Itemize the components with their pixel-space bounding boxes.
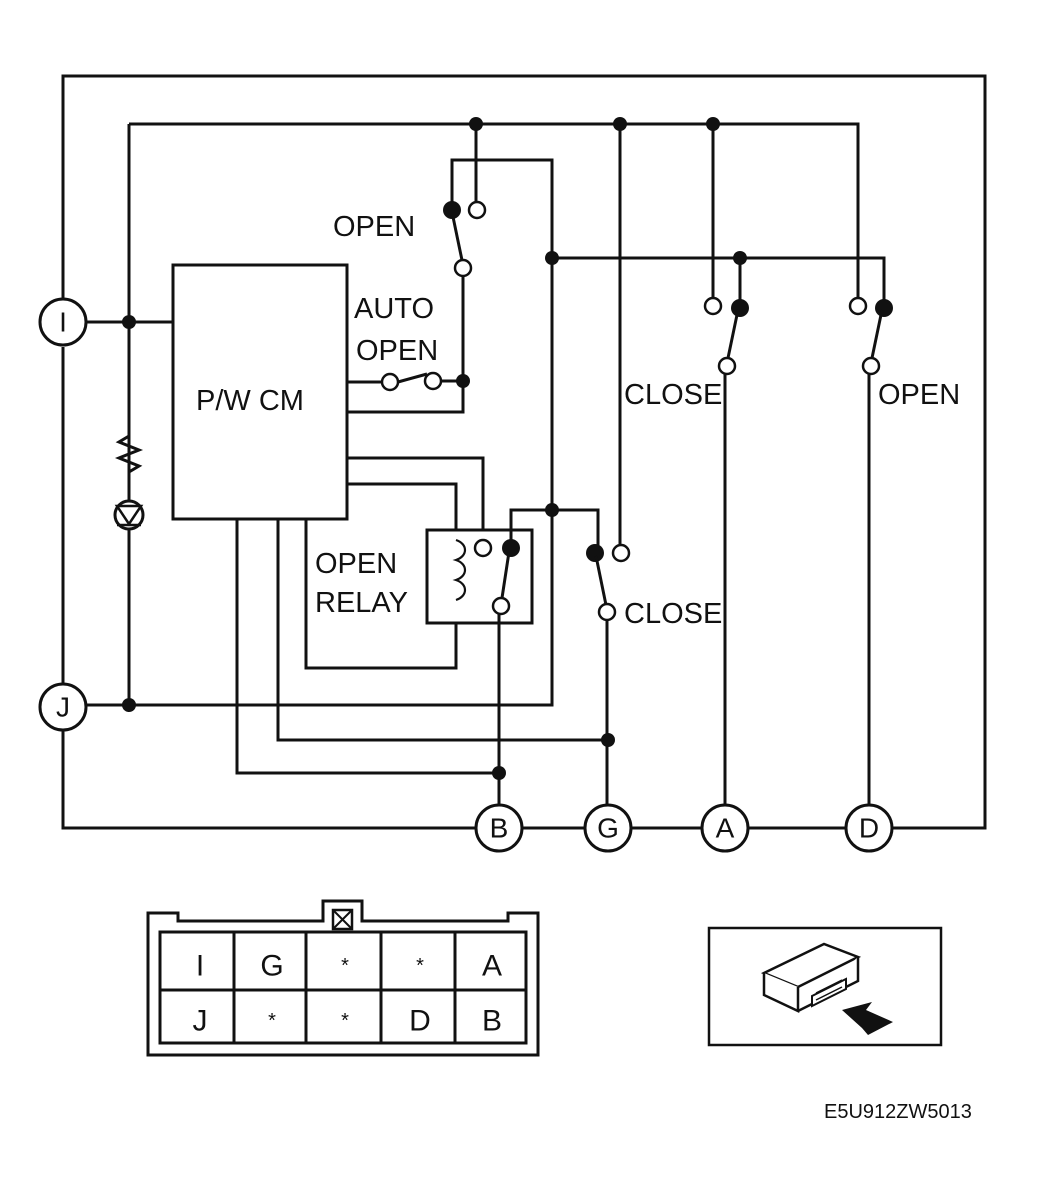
pin-j: J	[193, 1005, 208, 1038]
relay-label-relay: RELAY	[315, 587, 408, 619]
svg-text:B: B	[490, 813, 509, 844]
pin-b: B	[482, 1005, 502, 1038]
terminal-b: B	[474, 803, 524, 853]
svg-text:RELAY: RELAY	[315, 587, 408, 619]
svg-text:A: A	[716, 813, 735, 844]
pin-unused: *	[268, 1010, 276, 1032]
pw-control-module: P/W CM	[171, 263, 349, 521]
svg-text:G: G	[597, 813, 619, 844]
label-top-open: OPEN	[333, 211, 415, 243]
connector-locator-illustration	[707, 926, 943, 1047]
svg-text:OPEN: OPEN	[356, 335, 438, 367]
svg-text:AUTO: AUTO	[354, 293, 434, 325]
open-switch-top: OPEN	[333, 158, 886, 378]
terminal-g: G	[583, 803, 633, 853]
resistor-symbol	[114, 434, 144, 474]
pin-d: D	[409, 1005, 431, 1038]
relay-label-open: OPEN	[315, 548, 397, 580]
open-switch-right: OPEN	[848, 296, 960, 806]
junction-dots	[122, 117, 747, 780]
pin-unused: *	[416, 955, 424, 977]
svg-text:D: D	[859, 813, 879, 844]
pin-g: G	[260, 950, 283, 983]
label-close-upper: CLOSE	[624, 379, 722, 411]
led-symbol	[113, 499, 145, 531]
pin-unused: *	[341, 955, 349, 977]
pin-unused: *	[341, 1010, 349, 1032]
outer-wiring-frame	[61, 74, 987, 830]
auto-open-switch: AUTO OPEN	[347, 293, 465, 414]
figure-code: E5U912ZW5013	[824, 1101, 972, 1123]
pin-i: I	[196, 950, 204, 983]
terminal-a: A	[700, 803, 750, 853]
close-switch-lower: CLOSE	[586, 543, 722, 806]
open-relay: OPEN RELAY	[315, 508, 600, 806]
connector-face: I G * * A J * * D B	[146, 899, 540, 1057]
top-bus-wiring	[87, 122, 860, 707]
terminal-d: D	[844, 803, 894, 853]
terminal-j: J	[38, 682, 88, 732]
arrow-icon	[842, 1002, 893, 1035]
pin-a: A	[482, 950, 502, 983]
close-switch-upper: CLOSE	[624, 296, 749, 806]
label-close-lower: CLOSE	[624, 598, 722, 630]
terminal-i: I	[38, 297, 88, 347]
label-auto-open: OPEN	[356, 335, 438, 367]
svg-text:J: J	[56, 692, 70, 723]
module-label: P/W CM	[196, 385, 304, 417]
label-open-right: OPEN	[878, 379, 960, 411]
svg-text:OPEN: OPEN	[315, 548, 397, 580]
label-auto: AUTO	[354, 293, 434, 325]
svg-text:I: I	[59, 307, 67, 338]
